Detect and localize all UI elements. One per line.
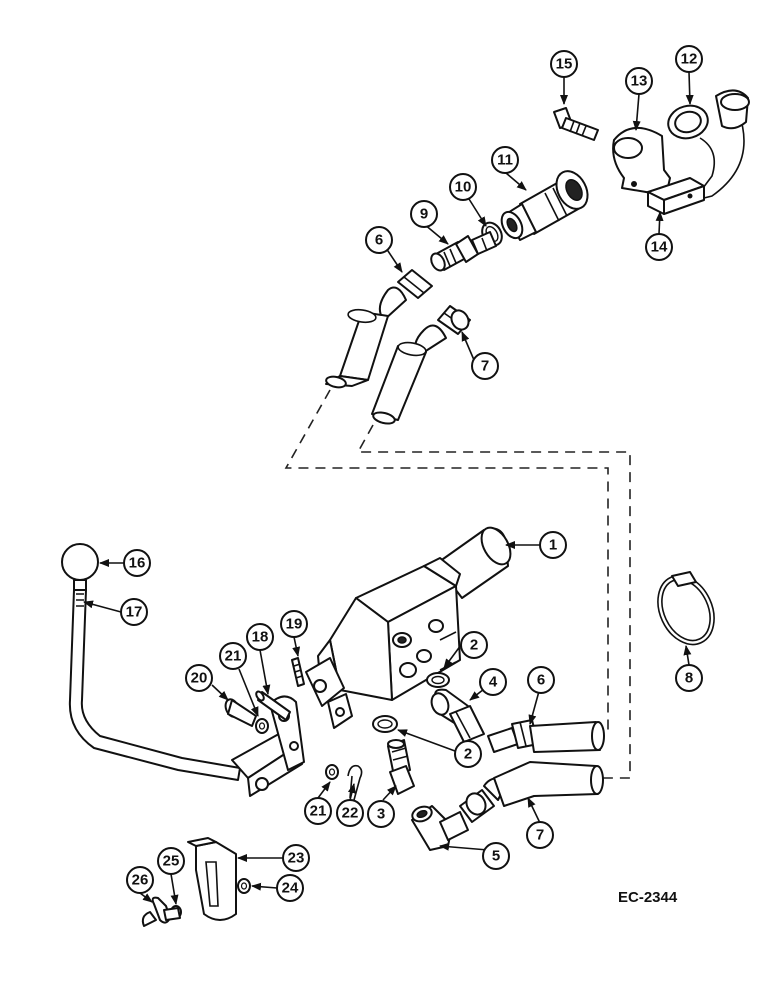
svg-text:22: 22 (342, 805, 359, 822)
washer-part-24 (237, 878, 251, 894)
svg-text:3: 3 (377, 806, 385, 823)
svg-text:25: 25 (163, 853, 180, 870)
callout-21-lower: 21 (304, 797, 332, 825)
pin-part-20 (224, 698, 257, 727)
callout-20: 20 (185, 664, 213, 692)
svg-text:12: 12 (681, 51, 698, 68)
lower-hose-part-6 (487, 719, 605, 753)
svg-text:2: 2 (464, 746, 472, 763)
svg-text:8: 8 (685, 670, 693, 687)
svg-text:4: 4 (489, 674, 498, 691)
svg-text:26: 26 (132, 872, 149, 889)
callout-25: 25 (157, 847, 185, 875)
washer-part-21 (255, 718, 339, 780)
callout-6-upper: 6 (365, 226, 393, 254)
mounting-plate-part (187, 837, 237, 921)
svg-text:21: 21 (225, 648, 242, 665)
callout-22: 22 (336, 799, 364, 827)
callout-15: 15 (550, 50, 578, 78)
svg-text:6: 6 (375, 232, 383, 249)
elbow-fitting-part-4 (430, 688, 485, 743)
callout-6-lower: 6 (527, 666, 555, 694)
callout-11: 11 (491, 146, 519, 174)
svg-text:23: 23 (288, 850, 305, 867)
svg-text:19: 19 (286, 616, 303, 633)
elbow-fitting-part-5 (411, 805, 469, 851)
svg-text:5: 5 (492, 848, 500, 865)
callout-24: 24 (276, 874, 304, 902)
straight-fitting-part-3 (387, 739, 415, 795)
adapter-fitting-part (430, 231, 497, 272)
clamp-part (612, 127, 671, 197)
callout-7-lower: 7 (526, 821, 554, 849)
svg-text:10: 10 (455, 179, 472, 196)
callout-13: 13 (625, 67, 653, 95)
callout-17: 17 (120, 598, 148, 626)
cotter-pin-part-22 (347, 764, 363, 801)
svg-text:7: 7 (536, 827, 544, 844)
svg-text:21: 21 (310, 803, 327, 820)
callout-12: 12 (675, 45, 703, 73)
svg-text:17: 17 (126, 604, 143, 621)
callout-10: 10 (449, 173, 477, 201)
callout-2-lower: 2 (454, 740, 482, 768)
callout-4: 4 (479, 668, 507, 696)
svg-text:6: 6 (537, 672, 545, 689)
svg-text:15: 15 (556, 56, 573, 73)
svg-text:14: 14 (651, 239, 668, 256)
callout-21-upper: 21 (219, 642, 247, 670)
control-valve-body (305, 526, 512, 729)
bolt-part (553, 107, 599, 141)
svg-text:18: 18 (252, 629, 269, 646)
control-lever-part (61, 543, 241, 781)
lower-hose-part-7 (459, 761, 604, 823)
wing-bolt-part (141, 896, 181, 927)
svg-text:13: 13 (631, 73, 648, 90)
svg-text:20: 20 (191, 670, 208, 687)
callout-18: 18 (246, 623, 274, 651)
upper-hose-part-6 (325, 269, 433, 389)
callout-1: 1 (539, 531, 567, 559)
callout-2-upper: 2 (460, 631, 488, 659)
o-ring-part-2 (372, 672, 450, 733)
callout-9: 9 (410, 200, 438, 228)
hose-routing-lines (284, 389, 631, 779)
block-part (647, 177, 705, 215)
callout-16: 16 (123, 549, 151, 577)
svg-text:7: 7 (481, 358, 489, 375)
svg-text:16: 16 (129, 555, 146, 572)
callout-8: 8 (675, 664, 703, 692)
hose-clamp-part (657, 571, 715, 646)
callout-26: 26 (126, 866, 154, 894)
callout-3: 3 (367, 800, 395, 828)
svg-text:1: 1 (549, 537, 557, 554)
callout-5: 5 (482, 842, 510, 870)
svg-text:24: 24 (282, 880, 299, 897)
roll-pin-part-19 (291, 657, 305, 687)
callout-23: 23 (282, 844, 310, 872)
leader-lines (83, 71, 694, 905)
callouts: 1 2 2 3 4 5 6 6 7 7 8 9 10 11 12 13 14 1… (120, 45, 703, 902)
quick-coupler-part (500, 170, 589, 241)
drawing-reference-code: EC-2344 (618, 889, 678, 906)
dust-cap-part (667, 89, 750, 199)
callout-14: 14 (645, 233, 673, 261)
callout-19: 19 (280, 610, 308, 638)
upper-hose-part-7 (371, 305, 471, 425)
svg-text:9: 9 (420, 206, 428, 223)
callout-7-upper: 7 (471, 352, 499, 380)
svg-text:11: 11 (497, 152, 513, 169)
svg-text:2: 2 (470, 637, 478, 654)
